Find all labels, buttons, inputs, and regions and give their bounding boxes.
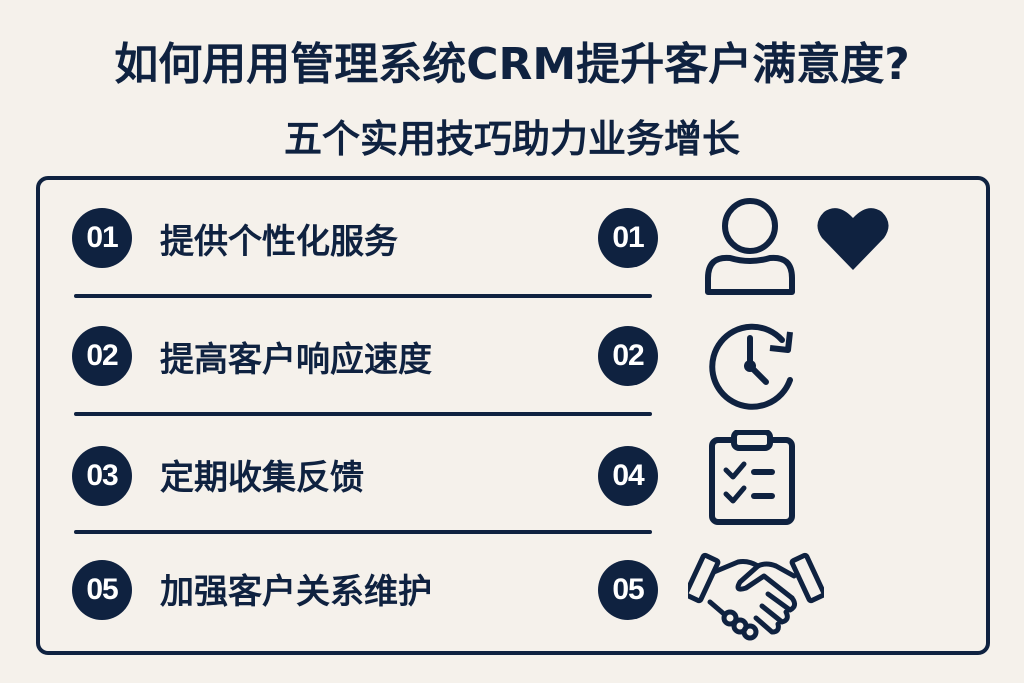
- icon-number-badge: 02: [598, 326, 658, 386]
- icon-number-badge: 01: [598, 208, 658, 268]
- user-icon: [705, 198, 795, 295]
- number-badge: 05: [72, 560, 132, 620]
- tips-panel: [36, 176, 990, 655]
- number-badge: 01: [72, 208, 132, 268]
- tip-label: 提供个性化服务: [160, 222, 398, 262]
- clipboard-checklist-icon: [709, 430, 795, 525]
- page-subtitle: 五个实用技巧助力业务增长: [283, 117, 740, 161]
- tip-label: 定期收集反馈: [160, 458, 364, 498]
- tip-label: 提高客户响应速度: [160, 340, 432, 380]
- number-badge: 03: [72, 446, 132, 506]
- divider: [74, 530, 652, 534]
- clock-refresh-icon: [709, 323, 793, 410]
- divider: [74, 412, 652, 416]
- handshake-icon: [688, 552, 824, 641]
- icon-number-badge: 05: [598, 560, 658, 620]
- icon-number-badge: 04: [598, 446, 658, 506]
- number-badge: 02: [72, 326, 132, 386]
- divider: [74, 294, 652, 298]
- heart-icon: [817, 208, 889, 270]
- tip-label: 加强客户关系维护: [160, 572, 432, 612]
- page-title: 如何用用管理系统CRM提升客户满意度?: [114, 39, 910, 90]
